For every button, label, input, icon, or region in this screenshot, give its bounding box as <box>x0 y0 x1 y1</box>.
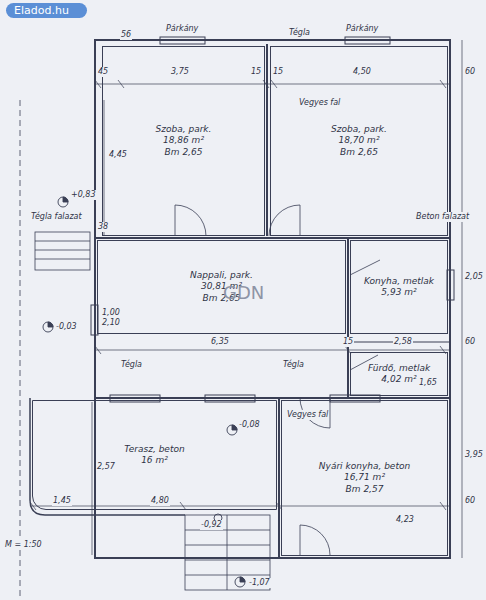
dimension-label: 60 <box>464 337 476 347</box>
room-data: 5,93 m² <box>381 287 416 298</box>
dimension-label: 4,23 <box>395 515 415 525</box>
dimension-label: 2,58 <box>393 337 413 347</box>
dimension-label: 1,45 <box>52 496 72 506</box>
room-data: 4,02 m² <box>381 374 416 385</box>
note-label: Tégla <box>120 360 143 370</box>
room-data: 16 m² <box>141 455 168 466</box>
dimension-label: 3,75 <box>170 67 190 77</box>
note-label: Vegyes fal <box>286 410 329 420</box>
note-label: Tégla falazat <box>30 212 83 222</box>
dimension-label: 60 <box>464 67 476 77</box>
dimension-label: 6,35 <box>210 337 230 347</box>
room-name: Szoba, park. <box>331 124 387 135</box>
dimension-label: 56 <box>120 30 132 40</box>
watermark-badge: Eladod.hu <box>6 3 87 18</box>
room-data: 16,71 m² <box>344 472 385 483</box>
room-box: Fürdő, metlak4,02 m² <box>350 352 448 396</box>
dimension-label: 15 <box>272 67 284 77</box>
dimension-label: 2,10 <box>101 318 121 328</box>
dimension-label: -0,08 <box>238 420 261 430</box>
dimension-label: 60 <box>464 496 476 506</box>
room-name: Fürdő, metlak <box>368 363 430 374</box>
dimension-label: 3,95 <box>464 450 484 460</box>
note-label: Tégla <box>288 28 311 38</box>
dimension-label: 2,57 <box>96 462 116 472</box>
note-label: Párkány <box>345 24 379 34</box>
room-box: Nappali, park.30,81 m²Bm 2,65 <box>97 240 346 334</box>
room-data: Bm 2,65 <box>165 147 203 158</box>
room-name: Nappali, park. <box>190 270 253 281</box>
dimension-label: 4,45 <box>108 150 128 160</box>
dimension-label: -0,92 <box>200 520 223 530</box>
note-label: Tégla <box>282 360 305 370</box>
room-data: 18,86 m² <box>163 135 204 146</box>
dimension-label: 15 <box>342 337 354 347</box>
dimension-label: 15 <box>250 67 262 77</box>
room-name: Nyári konyha, beton <box>319 461 410 472</box>
room-data: Bm 2,65 <box>340 147 378 158</box>
dimension-label: 4,50 <box>352 67 372 77</box>
note-label: Vegyes fal <box>298 98 341 108</box>
dimension-label: 38 <box>97 222 109 232</box>
dimension-label: -1,07 <box>248 578 271 588</box>
room-box: Nyári konyha, beton16,71 m²Bm 2,57 <box>281 400 448 556</box>
dimension-label: 45 <box>97 67 109 77</box>
room-name: Konyha, metlak <box>364 276 434 287</box>
room-name: Terasz, beton <box>124 444 184 455</box>
dimension-label: -0,03 <box>55 322 78 332</box>
watermark-text: GDN <box>222 282 265 304</box>
dimension-label: 1,00 <box>101 308 121 318</box>
dimension-label: 2,05 <box>464 272 484 282</box>
dimension-label: +0,83 <box>70 190 97 200</box>
note-label: Beton falazat <box>415 212 470 222</box>
dimension-label: 4,80 <box>150 496 170 506</box>
room-name: Szoba, park. <box>156 124 212 135</box>
dimension-label: 1,65 <box>418 378 438 388</box>
room-data: 18,70 m² <box>338 135 379 146</box>
note-label: M = 1:50 <box>4 540 43 550</box>
note-label: Párkány <box>165 24 199 34</box>
room-box: Terasz, beton16 m² <box>32 400 277 510</box>
room-box: Konyha, metlak5,93 m² <box>350 240 448 334</box>
room-data: Bm 2,57 <box>346 484 384 495</box>
